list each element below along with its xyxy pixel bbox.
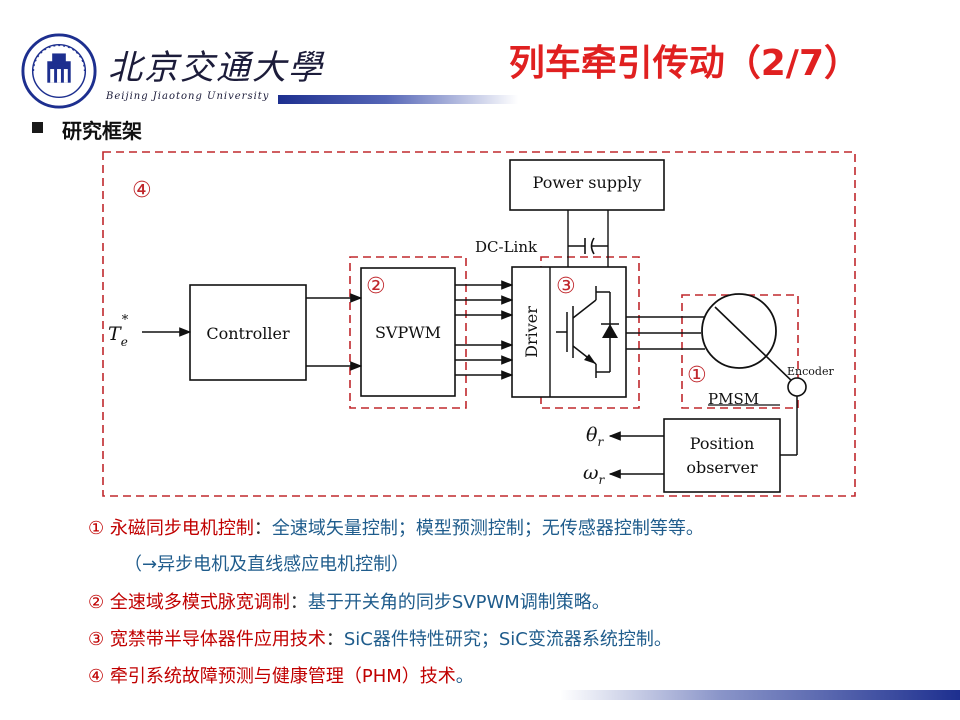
dashed-box-system — [102, 151, 856, 497]
note-4-text: 。 — [455, 666, 474, 687]
note-3-sep: ： — [325, 629, 344, 650]
note-1: ① 永磁同步电机控制：全速域矢量控制；模型预测控制；无传感器控制等等。 — [88, 514, 704, 540]
note-2: ② 全速域多模式脉宽调制：基于开关角的同步SVPWM调制策略。 — [88, 588, 610, 614]
note-2-sep: ： — [289, 592, 308, 613]
dc-link-label: DC-Link — [475, 238, 538, 256]
note-4-key: 牵引系统故障预测与健康管理（PHM）技术 — [109, 666, 456, 687]
torque-ref-label: T — [108, 323, 122, 345]
pmsm-label: PMSM — [708, 390, 759, 408]
svg-text:ωr: ωr — [583, 462, 606, 487]
observer-label: observer — [686, 458, 758, 477]
omega-output-sub: r — [599, 473, 606, 487]
theta-output-label: θ — [586, 424, 598, 446]
note-1-key: 永磁同步电机控制 — [109, 518, 254, 539]
omega-output-label: ω — [583, 462, 599, 484]
note-3-key: 宽禁带半导体器件应用技术 — [109, 629, 326, 650]
svpwm-label: SVPWM — [375, 323, 441, 342]
marker-4: ④ — [132, 178, 152, 203]
note-3-num: ③ — [88, 629, 105, 650]
svg-text:θr: θr — [586, 424, 604, 449]
torque-ref-sup: * — [122, 313, 129, 328]
footer-decor-bar — [560, 690, 960, 700]
university-seal-logo — [21, 33, 97, 109]
note-2-text: 基于开关角的同步SVPWM调制策略。 — [307, 592, 610, 613]
note-3-text: SiC器件特性研究；SiC变流器系统控制。 — [343, 629, 672, 650]
power-supply-label: Power supply — [533, 173, 642, 192]
position-label: Position — [690, 434, 755, 453]
note-1-sub: （→异步电机及直线感应电机控制） — [124, 550, 409, 576]
university-name-en: Beijing Jiaotong University — [106, 91, 270, 102]
note-2-key: 全速域多模式脉宽调制 — [109, 592, 290, 613]
controller-block — [189, 284, 307, 381]
note-1-text: 全速域矢量控制；模型预测控制；无传感器控制等等。 — [271, 518, 704, 539]
university-name-cn: 北京交通大學 — [108, 48, 324, 88]
encoder-icon — [787, 377, 807, 397]
marker-3: ③ — [556, 274, 576, 299]
note-1-sep: ： — [253, 518, 272, 539]
marker-2: ② — [366, 274, 386, 299]
driver-label: Driver — [522, 306, 541, 358]
position-observer-block — [663, 418, 781, 493]
slide-title: 列车牵引传动（2/7） — [508, 43, 860, 84]
note-2-num: ② — [88, 592, 105, 613]
note-3: ③ 宽禁带半导体器件应用技术：SiC器件特性研究；SiC变流器系统控制。 — [88, 625, 672, 651]
encoder-label: Encoder — [787, 365, 834, 378]
power-supply-block — [509, 159, 665, 211]
svg-text:Te*: Te * — [108, 313, 129, 349]
note-1-sub-text: （→异步电机及直线感应电机控制） — [124, 554, 410, 575]
note-4-num: ④ — [88, 666, 105, 687]
controller-label: Controller — [206, 324, 290, 343]
section-bullet-icon — [32, 122, 43, 133]
note-1-num: ① — [88, 518, 105, 539]
torque-ref-sub: e — [121, 335, 128, 349]
dashed-box-svpwm — [349, 256, 467, 409]
header-decor-bar — [278, 95, 518, 104]
marker-1: ① — [687, 363, 707, 388]
section-title: 研究框架 — [62, 119, 142, 143]
note-4: ④ 牵引系统故障预测与健康管理（PHM）技术。 — [88, 662, 474, 688]
theta-output-sub: r — [597, 435, 604, 449]
svpwm-block — [360, 267, 456, 397]
